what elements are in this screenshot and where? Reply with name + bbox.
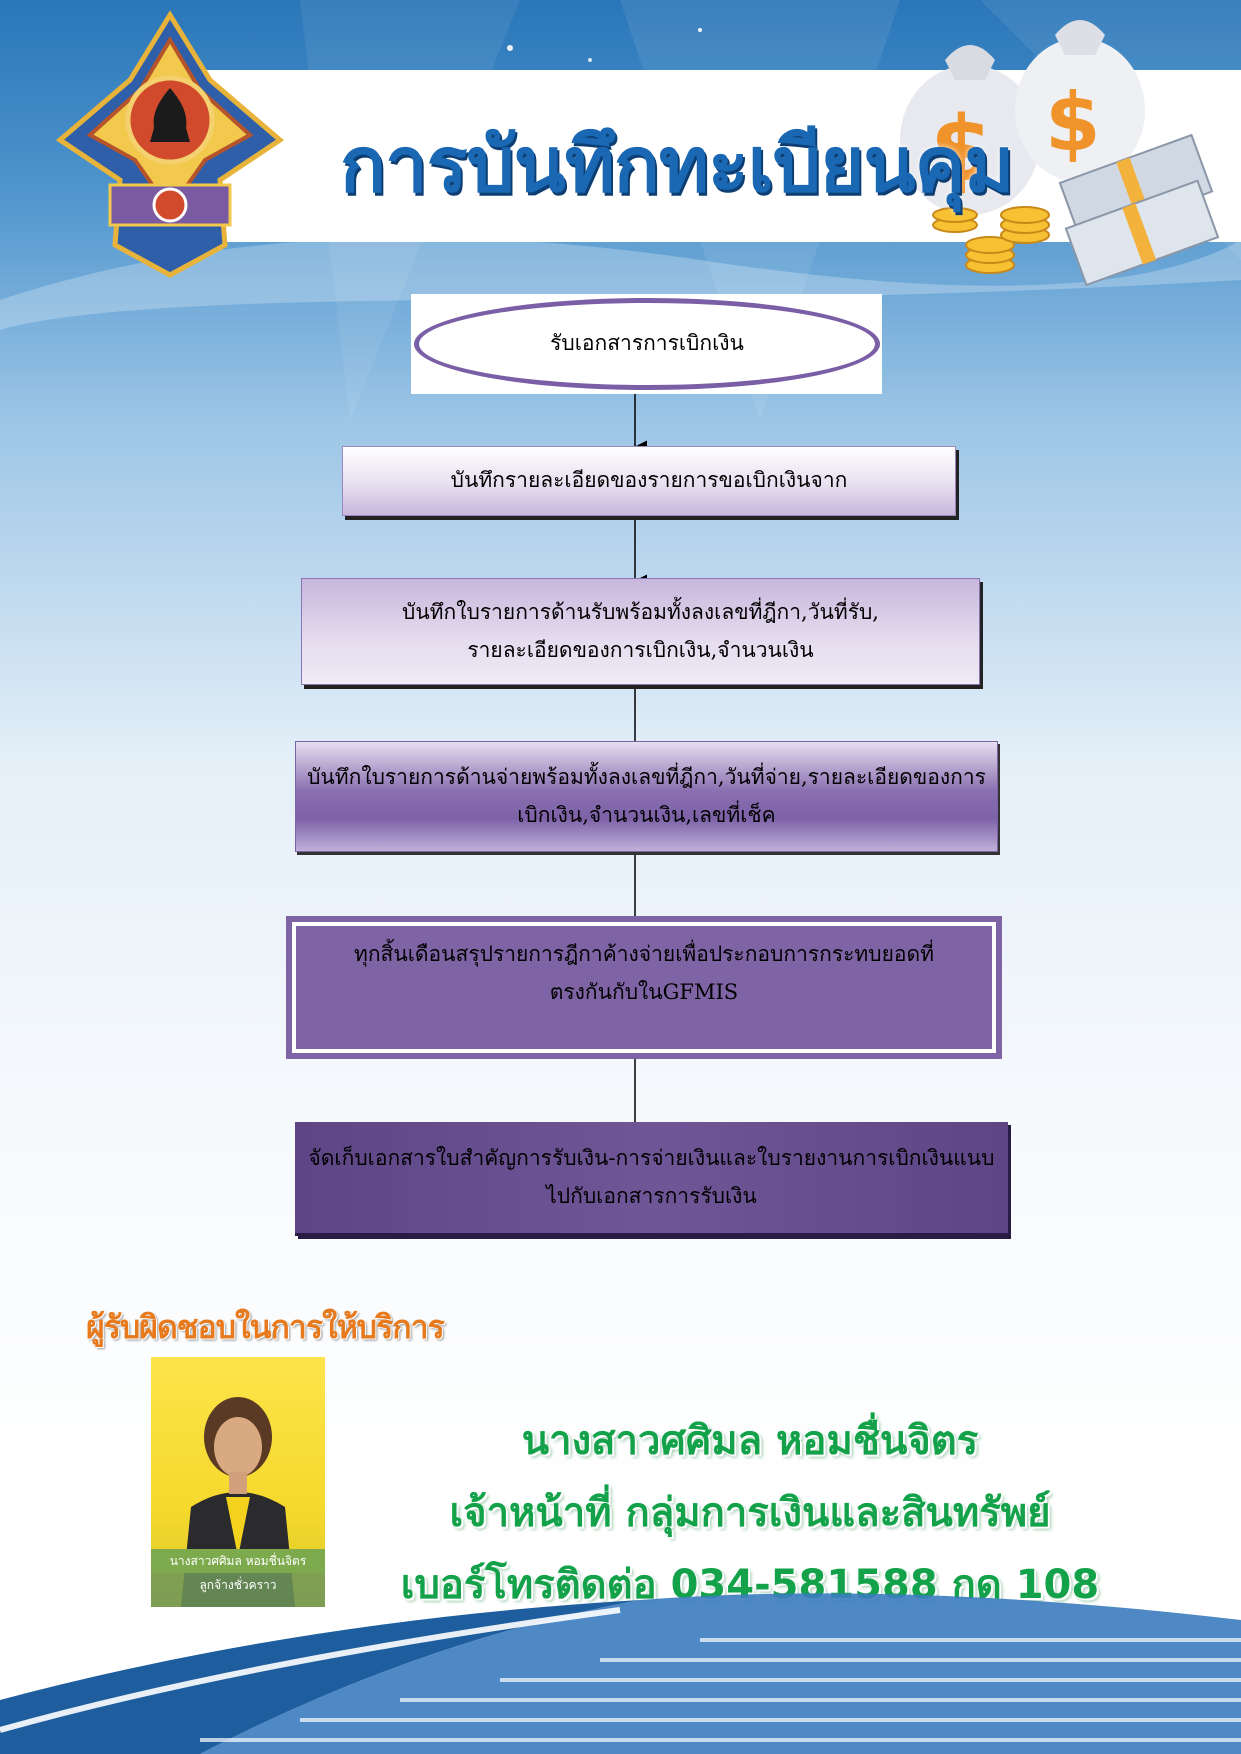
flow-step-5-line-1: ทุกสิ้นเดือนสรุปรายการฎีกาค้างจ่ายเพื่อป…	[353, 942, 934, 966]
flow-step-1-text: รับเอกสารการเบิกเงิน	[550, 331, 744, 356]
flow-step-5-line-2: ตรงกันกับในGFMIS	[549, 979, 739, 1004]
emblem-logo	[55, 10, 285, 278]
flow-step-3-line-1: บันทึกใบรายการด้านรับพร้อมทั้งลงเลขที่ฎี…	[402, 599, 879, 624]
flow-step-5-inner: ทุกสิ้นเดือนสรุปรายการฎีกาค้างจ่ายเพื่อป…	[292, 922, 996, 1053]
staff-photo: นางสาวศศิมล หอมชื่นจิตร ลูกจ้างชั่วคราว	[151, 1357, 325, 1607]
flow-step-6-line-1: จัดเก็บเอกสารใบสำคัญการรับเงิน-การจ่ายเง…	[308, 1145, 995, 1170]
svg-text:$: $	[1045, 76, 1101, 169]
responsible-heading: ผู้รับผิดชอบในการให้บริการ	[86, 1308, 445, 1346]
money-illustration: $ $	[900, 20, 1220, 287]
flow-step-2-text: บันทึกรายละเอียดของรายการขอเบิกเงินจาก	[450, 468, 848, 493]
photo-caption: นางสาวศศิมล หอมชื่นจิตร ลูกจ้างชั่วคราว	[151, 1549, 325, 1607]
flow-step-6: จัดเก็บเอกสารใบสำคัญการรับเงิน-การจ่ายเง…	[295, 1122, 1008, 1236]
flow-step-4: บันทึกใบรายการด้านจ่ายพร้อมทั้งลงเลขที่ฎ…	[295, 741, 998, 852]
contact-position: เจ้าหน้าที่ กลุ่มการเงินและสินทรัพย์	[449, 1490, 1051, 1536]
contact-name: นางสาวศศิมล หอมชื่นจิตร	[521, 1418, 979, 1464]
flow-step-2: บันทึกรายละเอียดของรายการขอเบิกเงินจาก	[342, 446, 956, 516]
svg-text:$: $	[930, 97, 993, 202]
flow-step-3: บันทึกใบรายการด้านรับพร้อมทั้งลงเลขที่ฎี…	[301, 578, 980, 685]
photo-caption-name: นางสาวศศิมล หอมชื่นจิตร	[151, 1549, 325, 1573]
flow-step-1: รับเอกสารการเบิกเงิน	[414, 298, 880, 390]
flow-step-4-line-2: เบิกเงิน,จำนวนเงิน,เลขที่เช็ค	[517, 802, 776, 827]
flow-step-5: ทุกสิ้นเดือนสรุปรายการฎีกาค้างจ่ายเพื่อป…	[286, 916, 1002, 1059]
footer-swoosh	[0, 1593, 1241, 1754]
flow-step-4-line-1: บันทึกใบรายการด้านจ่ายพร้อมทั้งลงเลขที่ฎ…	[307, 764, 986, 789]
page-title: การบันทึกทะเบียนคุม	[340, 120, 1014, 209]
flow-step-3-line-2: รายละเอียดของการเบิกเงิน,จำนวนเงิน	[467, 637, 814, 662]
photo-caption-role: ลูกจ้างชั่วคราว	[199, 1578, 277, 1592]
flow-step-6-line-2: ไปกับเอกสารการรับเงิน	[546, 1183, 757, 1208]
